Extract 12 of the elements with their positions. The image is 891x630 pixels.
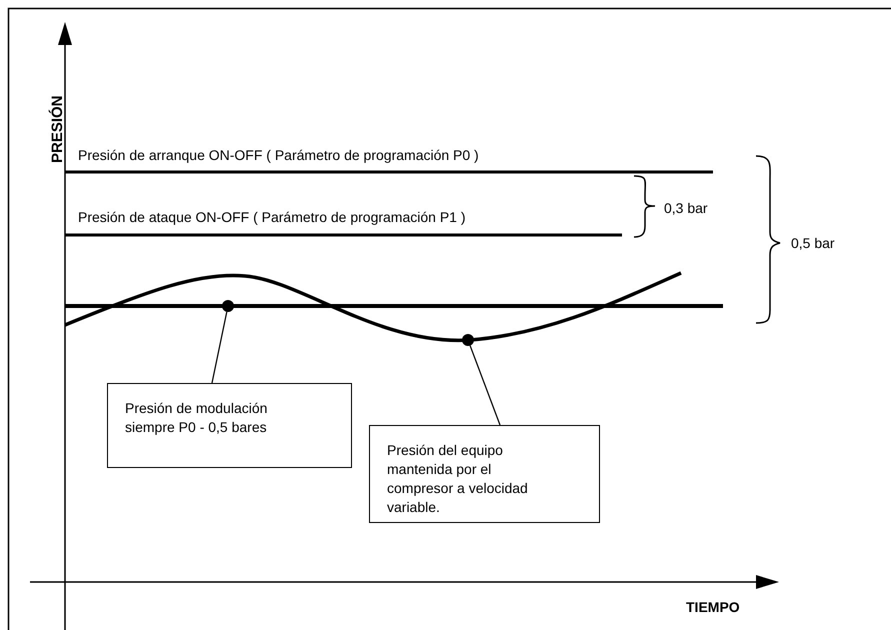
callout-text: Presión de modulación siempre P0 - 0,5 bares — [125, 399, 268, 437]
dimension-label: 0,5 bar — [791, 234, 835, 253]
dimension-label: 0,3 bar — [664, 199, 708, 218]
callout-box — [107, 383, 352, 468]
callout-text: Presión del equipo mantenida por el compresor a velocidad variable. — [387, 441, 529, 517]
threshold-label: Presión de ataque ON-OFF ( Parámetro de programación P1 ) — [78, 208, 466, 227]
leader-line — [470, 345, 501, 426]
leader-line — [211, 312, 228, 384]
axis-title: TIEMPO — [686, 598, 740, 617]
callout-box — [369, 425, 600, 523]
axis-title: PRESIÓN — [48, 94, 67, 166]
threshold-label: Presión de arranque ON-OFF ( Parámetro de programación P0 ) — [78, 146, 479, 165]
